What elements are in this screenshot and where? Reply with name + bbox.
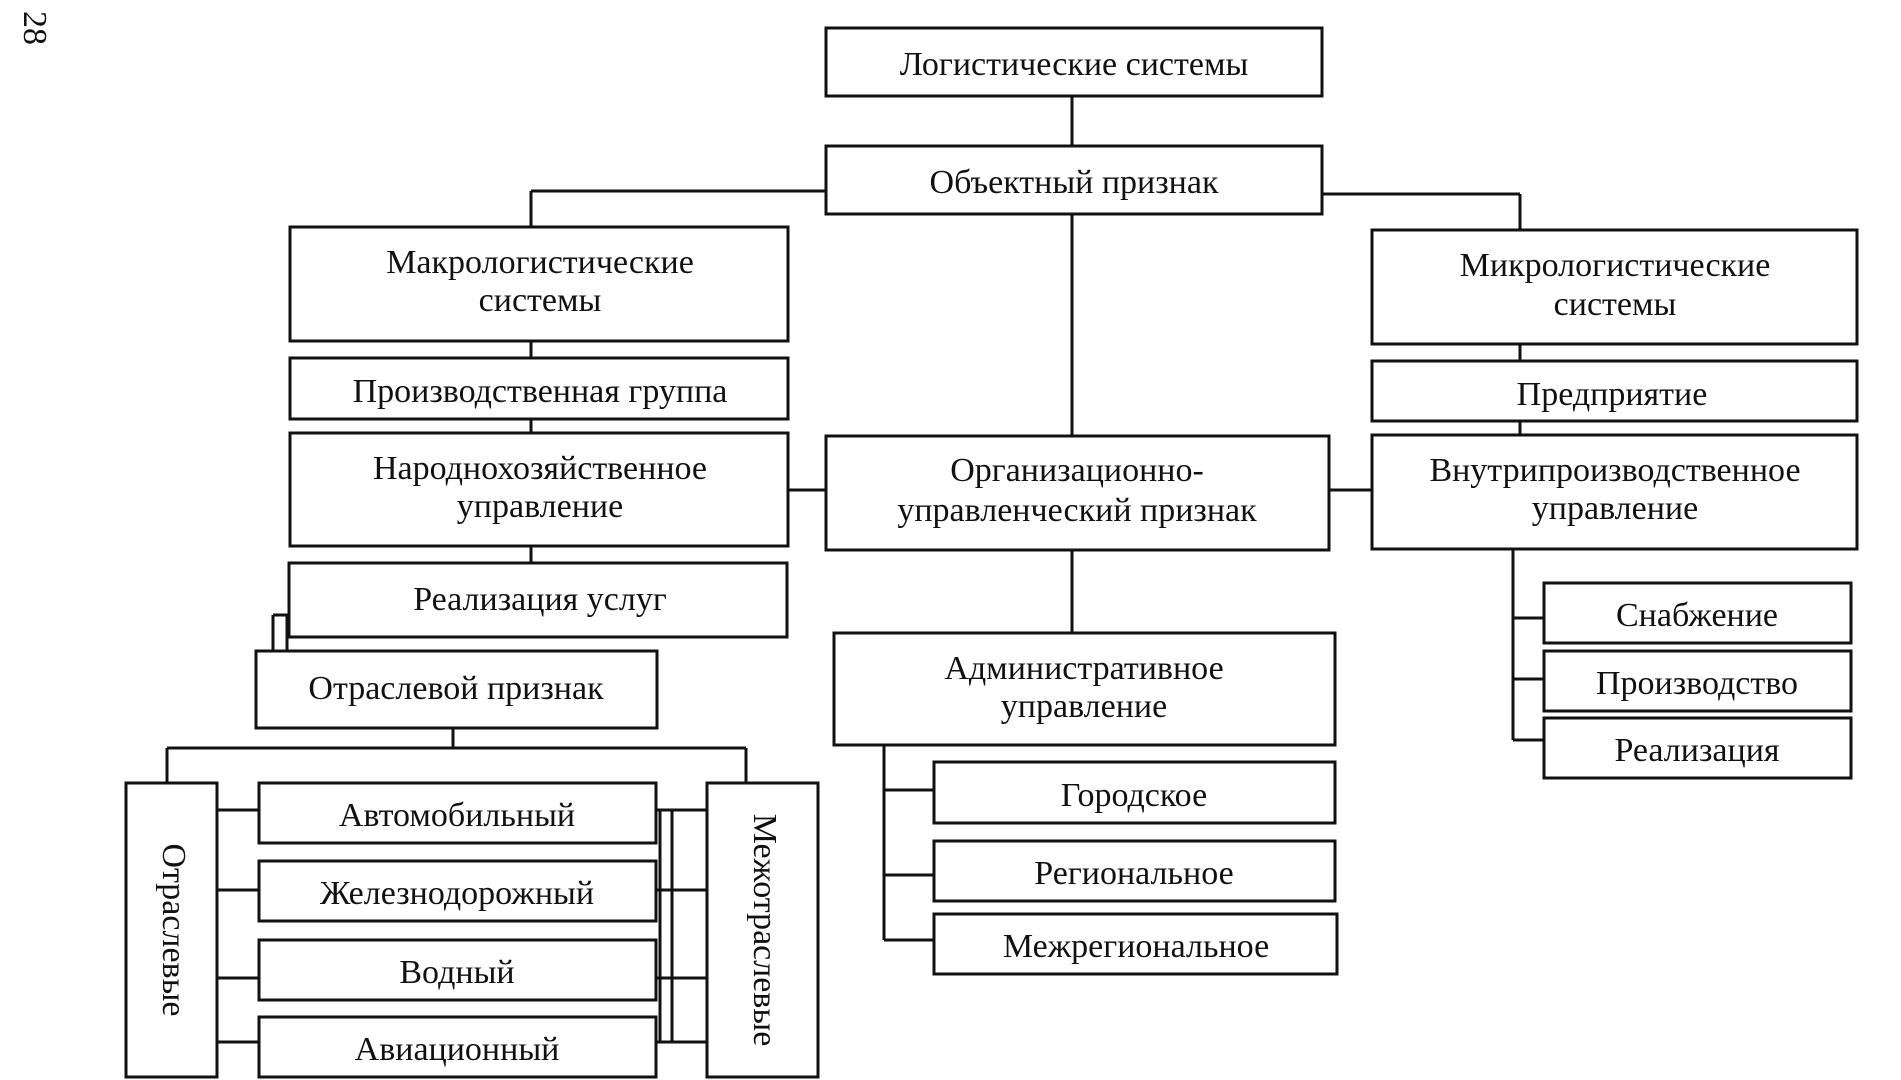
node-label-line1: Организационно-: [950, 452, 1204, 489]
node-logistic-systems: Логистические системы: [824, 26, 1324, 98]
node-label: Объектный признак: [930, 164, 1219, 201]
node-label-line2: системы: [1554, 286, 1677, 323]
node-label: Отраслевые: [155, 843, 192, 1016]
node-label: Городское: [1061, 777, 1207, 814]
node-object-feature: Объектный признак: [824, 144, 1324, 216]
node-administrative-management: Административное управление: [832, 631, 1337, 747]
node-label: Автомобильный: [339, 797, 575, 834]
node-label: Снабжение: [1616, 597, 1778, 634]
node-automobile: Автомобильный: [257, 781, 658, 845]
node-label-line2: управленческий признак: [897, 492, 1257, 529]
node-label-line1: Микрологистические: [1460, 247, 1771, 284]
node-label: Логистические системы: [900, 46, 1249, 83]
node-label-line1: Административное: [944, 650, 1223, 687]
node-production: Производство: [1542, 649, 1853, 713]
node-production-group: Производственная группа: [288, 356, 790, 421]
page-number: 28: [16, 11, 53, 45]
node-label: Реализация услуг: [413, 581, 667, 618]
node-organizational-feature: Организационно- управленческий признак: [824, 434, 1331, 552]
connectors: [165, 96, 1544, 1044]
node-urban: Городское: [932, 760, 1337, 825]
node-label: Авиационный: [355, 1031, 560, 1068]
node-label: Предприятие: [1517, 376, 1708, 413]
node-label-line2: системы: [479, 282, 602, 319]
node-label-line1: Внутрипроизводственное: [1429, 452, 1800, 489]
node-regional: Региональное: [932, 839, 1337, 903]
node-label: Региональное: [1034, 855, 1233, 892]
node-water: Водный: [257, 938, 658, 1002]
node-railway: Железнодорожный: [257, 859, 658, 923]
node-label: Реализация: [1614, 732, 1779, 769]
node-label: Производственная группа: [353, 373, 728, 410]
node-aviation: Авиационный: [257, 1015, 658, 1079]
node-sectoral: Отраслевые: [124, 781, 219, 1079]
node-services-realization: Реализация услуг: [287, 561, 789, 639]
node-label-line2: управление: [1001, 688, 1167, 725]
node-supply: Снабжение: [1542, 581, 1853, 645]
node-label: Межрегиональное: [1003, 928, 1269, 965]
node-sales: Реализация: [1542, 716, 1853, 780]
node-label: Отраслевой признак: [308, 670, 604, 707]
node-label: Железнодорожный: [320, 875, 594, 912]
node-interregional: Межрегиональное: [932, 912, 1339, 976]
node-label-line1: Макрологистические: [386, 244, 694, 281]
node-national-management: Народнохозяйственное управление: [288, 431, 790, 548]
node-label-line1: Народнохозяйственное: [373, 450, 707, 487]
node-label: Производство: [1596, 665, 1798, 702]
node-macrologistic-systems: Макрологистические системы: [288, 225, 790, 343]
node-intra-production-management: Внутрипроизводственное управление: [1370, 433, 1859, 551]
node-label-line2: управление: [457, 488, 623, 525]
node-label: Межотраслевые: [746, 814, 783, 1047]
node-intersectoral: Межотраслевые: [705, 781, 820, 1079]
node-label: Водный: [399, 954, 514, 991]
node-branch-feature: Отраслевой признак: [254, 649, 659, 730]
node-enterprise: Предприятие: [1370, 359, 1859, 423]
node-label-line2: управление: [1532, 490, 1698, 527]
node-micrologistic-systems: Микрологистические системы: [1370, 228, 1859, 346]
